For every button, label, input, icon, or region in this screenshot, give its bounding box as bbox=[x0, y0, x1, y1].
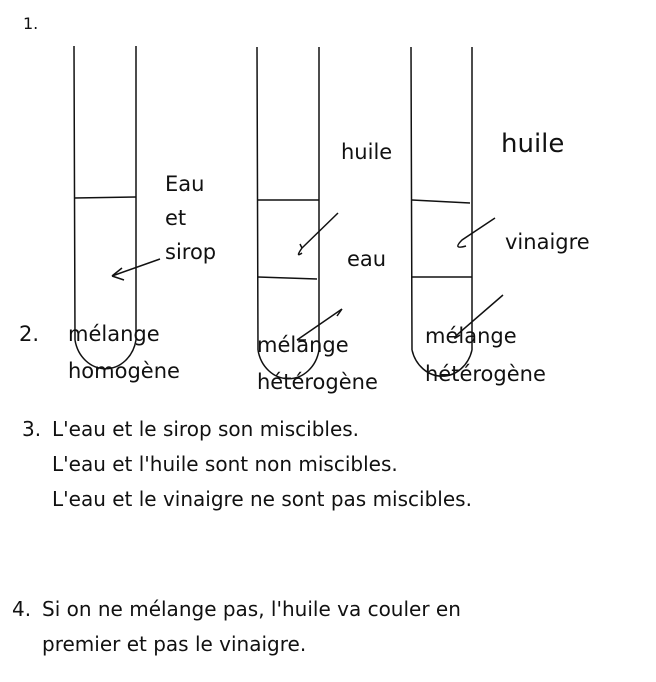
answer-3-line: L'eau et l'huile sont non miscibles. bbox=[52, 452, 398, 476]
question-1-number: 1. bbox=[23, 14, 39, 33]
tube3-top-label: huile bbox=[501, 129, 565, 159]
mixture-2-line2: hétérogène bbox=[257, 370, 378, 394]
test-tube-3 bbox=[410, 46, 504, 377]
tube2-top-label: huile bbox=[341, 140, 393, 164]
tube2-bottom-label: eau bbox=[347, 247, 387, 271]
arrow-icon bbox=[297, 212, 339, 256]
tube1-label-line: Eau bbox=[165, 172, 205, 196]
mixture-3-line1: mélange bbox=[425, 324, 517, 348]
question-3-number: 3. bbox=[22, 417, 42, 441]
arrow-icon bbox=[457, 217, 496, 248]
question-4-number: 4. bbox=[12, 597, 32, 621]
mixture-1-line1: mélange bbox=[68, 322, 160, 346]
tube3-bottom-label: vinaigre bbox=[505, 230, 590, 254]
test-tube-2 bbox=[256, 46, 343, 380]
tube1-label-line: et bbox=[165, 206, 187, 230]
question-2-number: 2. bbox=[19, 322, 40, 346]
arrow-icon bbox=[296, 308, 343, 341]
tube1-label-line: sirop bbox=[165, 240, 217, 264]
answer-4-line: premier et pas le vinaigre. bbox=[42, 632, 307, 656]
mixture-2-line1: mélange bbox=[257, 333, 349, 357]
mixture-1-line2: homogène bbox=[68, 359, 180, 383]
answer-3-line: L'eau et le vinaigre ne sont pas miscibl… bbox=[52, 487, 472, 511]
test-tube-1 bbox=[73, 45, 161, 370]
arrow-icon bbox=[111, 258, 161, 281]
answer-3-line: L'eau et le sirop son miscibles. bbox=[52, 417, 360, 441]
answer-4-line: Si on ne mélange pas, l'huile va couler … bbox=[42, 597, 461, 621]
mixture-3-line2: hétérogène bbox=[425, 362, 546, 386]
arrow-icon bbox=[454, 294, 504, 339]
